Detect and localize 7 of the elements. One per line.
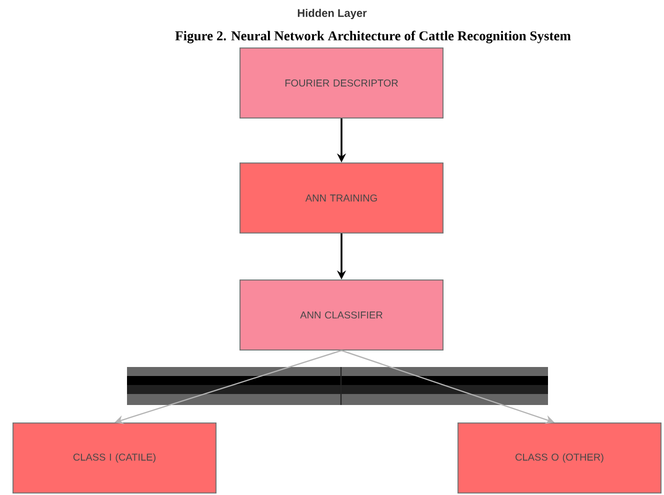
- process-box: ANN TRAINING: [240, 162, 444, 234]
- process-box: CLASS O (OTHER): [458, 422, 662, 494]
- process-box: FOURIER DESCRIPTOR: [240, 48, 444, 118]
- layer-label: Hidden Layer: [298, 8, 367, 20]
- figure-title: Figure 2. Neural Network Architecture of Cattle Recognition System: [175, 30, 571, 44]
- process-box: ANN CLASSIFIER: [240, 280, 444, 350]
- process-box: CLASS I (CATILE): [12, 422, 216, 494]
